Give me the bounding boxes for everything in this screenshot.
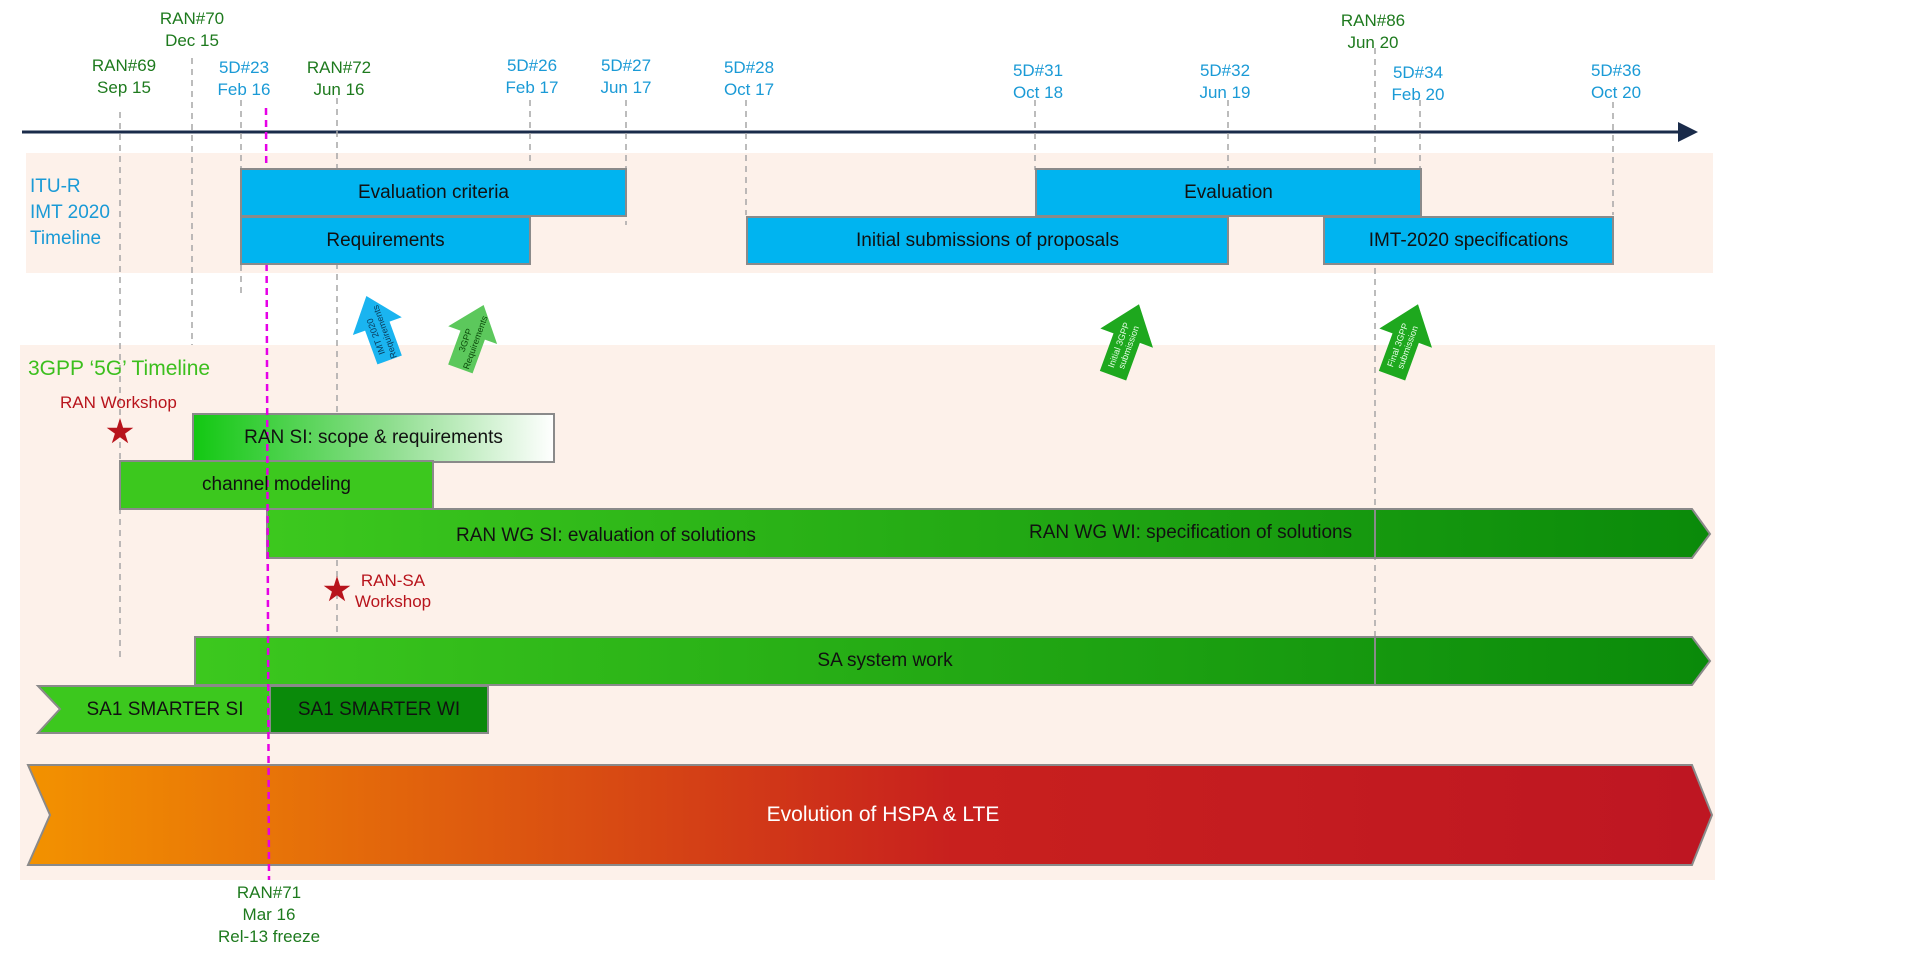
marker-5d31-name: 5D#31 (1012, 61, 1064, 80)
sa1-si-bar (35, 685, 271, 734)
evolution-bar (26, 764, 1714, 866)
ran-sa-workshop-label: RAN-SA Workshop (348, 570, 438, 612)
marker-ran70: RAN#70 Dec 15 (150, 8, 234, 52)
itu-label-line2: IMT 2020 (30, 202, 110, 223)
marker-5d28-date: Oct 17 (723, 80, 775, 99)
marker-ran70-name: RAN#70 (159, 9, 225, 28)
rel13-freeze-line (264, 107, 271, 881)
marker-5d34-date: Feb 20 (1391, 85, 1445, 104)
marker-5d26: 5D#26 Feb 17 (492, 55, 572, 99)
ran-workshop-star-icon (106, 418, 134, 444)
marker-5d23-name: 5D#23 (218, 58, 270, 77)
marker-ran86: RAN#86 Jun 20 (1331, 10, 1415, 54)
sa1-wi-bar (269, 685, 489, 734)
evaluation-bar: Evaluation (1035, 168, 1422, 217)
marker-ran69-date: Sep 15 (97, 78, 151, 97)
marker-ran86-name: RAN#86 (1340, 11, 1406, 30)
ran-sa-workshop-line1: RAN-SA (360, 571, 426, 590)
marker-5d23: 5D#23 Feb 16 (204, 57, 284, 101)
marker-5d32: 5D#32 Jun 19 (1185, 60, 1265, 104)
arrow-imt-req: IMT 2020 Requirements (352, 296, 402, 365)
marker-5d31-date: Oct 18 (1012, 83, 1064, 102)
evaluation-criteria-bar: Evaluation criteria (240, 168, 627, 217)
time-axis-arrowhead (1678, 122, 1698, 142)
marker-ran71-name: RAN#71 (236, 883, 302, 902)
marker-5d26-date: Feb 17 (505, 78, 559, 97)
marker-5d36: 5D#36 Oct 20 (1576, 60, 1656, 104)
marker-5d23-date: Feb 16 (217, 80, 271, 99)
marker-ran71: RAN#71 Mar 16 Rel-13 freeze (208, 882, 330, 948)
itu-label-line1: ITU-R (30, 176, 81, 197)
itu-section-label: ITU-R IMT 2020 Timeline (30, 174, 110, 252)
sa-system-bar (194, 636, 1712, 686)
requirements-bar: Requirements (240, 216, 531, 265)
marker-5d27-name: 5D#27 (600, 56, 652, 75)
marker-ran86-date: Jun 20 (1347, 33, 1399, 52)
marker-5d27-date: Jun 17 (600, 78, 652, 97)
ran-workshop-label: RAN Workshop (60, 393, 177, 412)
marker-ran72-date: Jun 16 (313, 80, 365, 99)
marker-5d28: 5D#28 Oct 17 (709, 57, 789, 101)
imt2020-specifications-bar: IMT-2020 specifications (1323, 216, 1614, 265)
marker-5d32-date: Jun 19 (1199, 83, 1251, 102)
marker-5d28-name: 5D#28 (723, 58, 775, 77)
marker-ran69: RAN#69 Sep 15 (82, 55, 166, 99)
ran-sa-workshop-star-icon (323, 576, 351, 602)
marker-5d32-name: 5D#32 (1199, 61, 1251, 80)
marker-ran71-date: Mar 16 (242, 905, 296, 924)
arrow-initial-sub: Initial 3GPP submission (1099, 304, 1153, 381)
itu-label-line3: Timeline (30, 228, 102, 249)
ran-sa-workshop-line2: Workshop (354, 592, 432, 611)
marker-ran72-name: RAN#72 (306, 58, 372, 77)
ran-si-bar (192, 413, 555, 463)
marker-5d31: 5D#31 Oct 18 (998, 60, 1078, 104)
gpp-section-label: 3GPP ‘5G’ Timeline (28, 357, 211, 380)
marker-5d34-name: 5D#34 (1392, 63, 1444, 82)
marker-5d36-name: 5D#36 (1590, 61, 1642, 80)
initial-submissions-bar: Initial submissions of proposals (746, 216, 1229, 265)
ran-wg-bar (266, 508, 1712, 559)
marker-ran71-note: Rel-13 freeze (217, 927, 321, 946)
channel-modeling-bar (119, 460, 434, 510)
marker-5d27: 5D#27 Jun 17 (586, 55, 666, 99)
marker-5d34: 5D#34 Feb 20 (1378, 62, 1458, 106)
marker-ran70-date: Dec 15 (165, 31, 219, 50)
marker-5d36-date: Oct 20 (1590, 83, 1642, 102)
marker-ran72: RAN#72 Jun 16 (297, 57, 381, 101)
arrow-final-sub: Final 3GPP submission (1378, 304, 1432, 381)
marker-5d26-name: 5D#26 (506, 56, 558, 75)
marker-ran69-name: RAN#69 (91, 56, 157, 75)
arrow-gpp-req: 3GPP Requirements (448, 305, 498, 374)
